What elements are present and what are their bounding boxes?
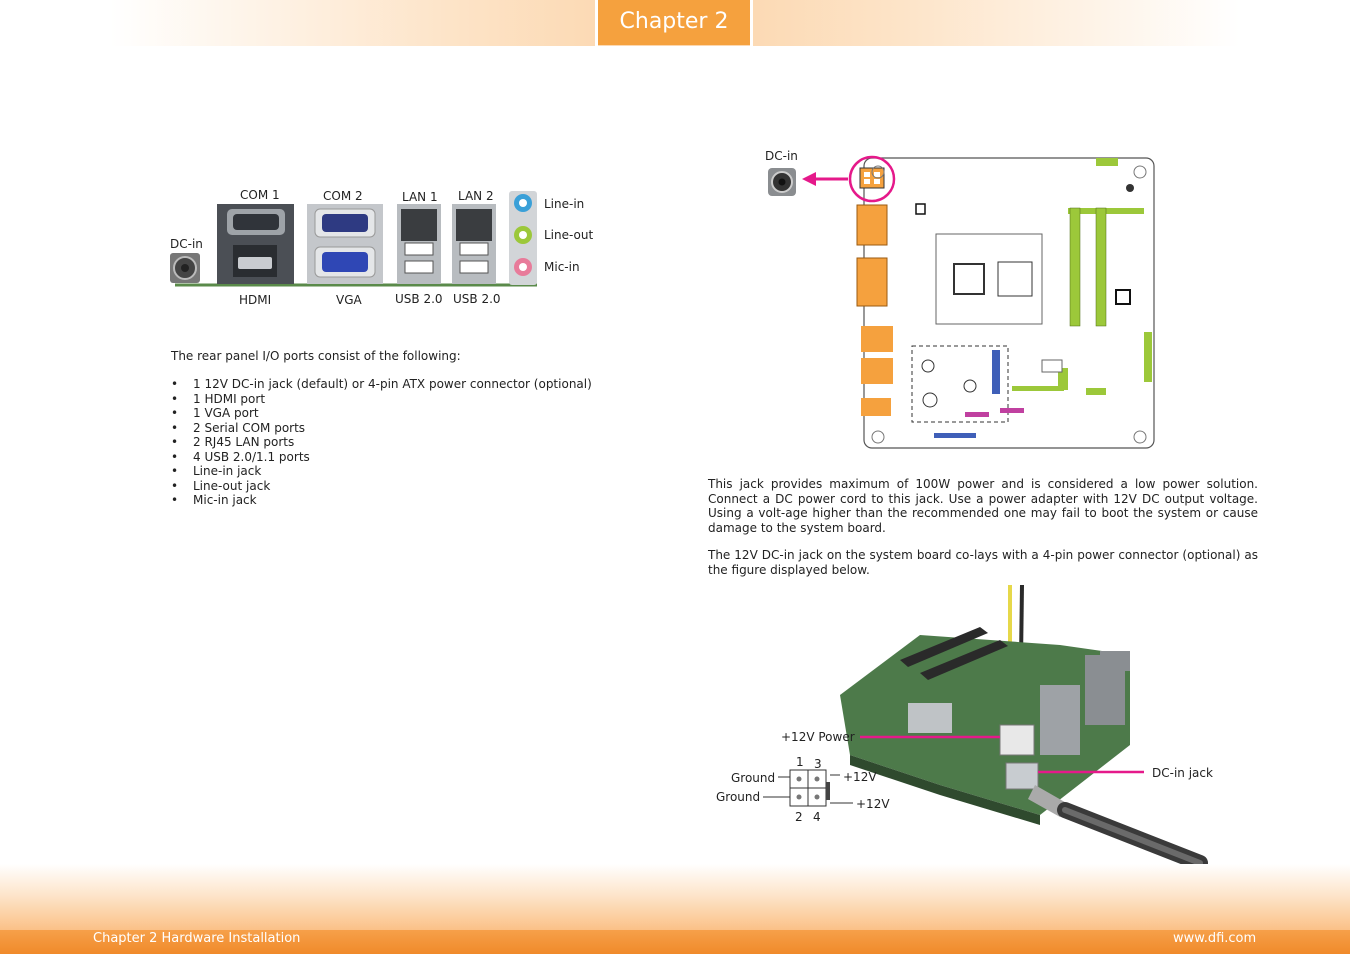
label-dc-in: DC-in <box>170 237 203 251</box>
list-item: Line-out jack <box>171 479 621 494</box>
com2-vga-block-icon <box>307 204 383 284</box>
label-usb-b: USB 2.0 <box>453 292 501 306</box>
board-layout-figure <box>760 150 1160 452</box>
dc-in-jack-icon <box>768 168 796 196</box>
list-item: 4 USB 2.0/1.1 ports <box>171 450 621 465</box>
label-lan2: LAN 2 <box>458 189 494 203</box>
board-photo-figure <box>830 584 1210 871</box>
audio-jacks-icon <box>509 191 537 285</box>
list-item: 1 12V DC-in jack (default) or 4-pin ATX … <box>171 377 621 392</box>
label-com2: COM 2 <box>323 189 363 203</box>
com1-hdmi-block-icon <box>217 204 294 284</box>
footer-bar <box>0 930 1350 954</box>
label-line-in: Line-in <box>544 197 585 211</box>
label-ground-bottom: Ground <box>716 790 761 804</box>
label-dc-in-jack: DC-in jack <box>1152 766 1213 780</box>
rear-panel-drawing <box>170 191 537 287</box>
board-layout-drawing <box>768 155 1155 449</box>
list-item: Mic-in jack <box>171 493 621 508</box>
tab-divider-left <box>595 0 598 46</box>
rear-panel-intro: The rear panel I/O ports consist of the … <box>171 349 461 363</box>
list-item: 1 HDMI port <box>171 392 621 407</box>
label-12v-top: +12V <box>843 770 877 784</box>
label-12v-bottom: +12V <box>856 797 890 811</box>
footer-website-link[interactable]: www.dfi.com <box>1173 931 1257 946</box>
dc-in-paragraph-1: This jack provides maximum of 100W power… <box>708 477 1258 535</box>
label-pin-1: 1 <box>796 755 804 769</box>
footer-chapter-title: Chapter 2 Hardware Installation <box>93 931 301 946</box>
label-vga: VGA <box>336 293 362 307</box>
lan2-usb-block-icon <box>452 204 496 284</box>
footer-band <box>0 864 1350 930</box>
label-pin-3: 3 <box>814 757 822 771</box>
list-item: 2 RJ45 LAN ports <box>171 435 621 450</box>
label-12v-power: +12V Power <box>781 730 855 744</box>
label-hdmi: HDMI <box>239 293 272 307</box>
pointer-arrow-icon <box>802 172 848 186</box>
board-label-dc-in: DC-in <box>765 149 798 163</box>
lan1-usb-block-icon <box>397 204 441 284</box>
list-item: Line-in jack <box>171 464 621 479</box>
label-lan1: LAN 1 <box>402 190 438 204</box>
label-usb-a: USB 2.0 <box>395 292 443 306</box>
connector-pin-drawing <box>763 735 1144 807</box>
chapter-tab: Chapter 2 <box>598 0 750 45</box>
label-ground-top: Ground <box>731 771 776 785</box>
dc-in-paragraph-2: The 12V DC-in jack on the system board c… <box>708 548 1258 577</box>
label-com1: COM 1 <box>240 188 280 202</box>
label-pin-4: 4 <box>813 810 821 824</box>
list-item: 2 Serial COM ports <box>171 421 621 436</box>
dc-in-jack-icon <box>170 253 200 283</box>
board-photo-drawing <box>840 584 1208 871</box>
connector-pin-figure <box>700 725 1160 835</box>
label-line-out: Line-out <box>544 228 594 242</box>
tab-divider-right <box>750 0 753 46</box>
label-mic-in: Mic-in <box>544 260 580 274</box>
list-item: 1 VGA port <box>171 406 621 421</box>
label-pin-2: 2 <box>795 810 803 824</box>
rear-panel-port-list: 1 12V DC-in jack (default) or 4-pin ATX … <box>171 377 621 508</box>
rear-panel-figure <box>165 185 545 295</box>
